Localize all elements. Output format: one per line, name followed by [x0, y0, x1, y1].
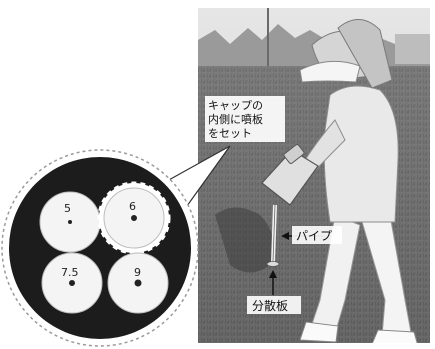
pipe-arrowhead — [281, 232, 289, 240]
shadow — [215, 207, 274, 273]
set-instruction-line-3: をセット — [208, 127, 252, 140]
set-instruction-line-2: 内側に噴板 — [208, 112, 263, 126]
cap-body — [9, 157, 191, 339]
spray-plate-7-5-number: 7.5 — [61, 266, 79, 279]
spray-plate-5-number: 5 — [64, 202, 71, 215]
worker — [297, 19, 418, 343]
diffuser-plate — [266, 261, 280, 267]
set-instruction-callout: キャップの 内側に噴板 をセット — [205, 96, 285, 142]
diffuser-callout: 分散板 — [247, 270, 301, 314]
spray-plate-9-number: 9 — [134, 266, 141, 279]
field-photo — [198, 8, 430, 343]
pipe-label: パイプ — [296, 229, 332, 243]
spray-plate-9-hole — [134, 279, 142, 287]
set-instruction-line-1: キャップの — [208, 99, 263, 112]
spray-plate-7-5-hole — [69, 280, 75, 286]
diffuser-arrowhead — [269, 270, 277, 278]
building — [395, 34, 430, 64]
spray-plate-5-hole — [68, 220, 72, 224]
spray-plate-6-hole — [131, 215, 137, 221]
diffuser-label: 分散板 — [252, 298, 288, 313]
spray-plate-6-number: 6 — [129, 200, 136, 213]
pipe-callout: パイプ — [281, 226, 342, 244]
cap-inset: 5 6 7.5 9 — [1, 149, 199, 347]
sprayer — [261, 144, 319, 267]
